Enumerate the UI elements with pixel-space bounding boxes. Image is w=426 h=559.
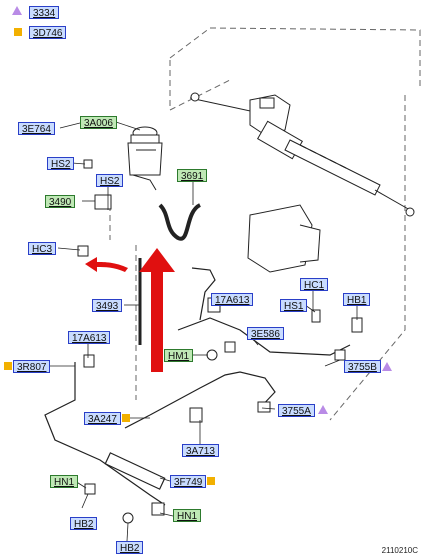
big-red-arrow [139,248,175,372]
label-hc3: HC3 [28,242,57,255]
triangle-marker-3755b [382,362,392,371]
label-hb1: HB1 [343,293,371,306]
square-marker [14,28,22,36]
square-marker-3f749 [207,477,215,485]
legend-square-label: 3D746 [29,26,67,39]
label-hc1: HC1 [300,278,329,291]
power-steering-pump [247,204,321,273]
label-3691: 3691 [177,169,208,182]
label-3a713: 3A713 [182,444,219,457]
legend-triangle-label: 3334 [29,6,60,19]
label-hs1: HS1 [280,299,308,312]
drawing-code: 2110210C [381,546,418,555]
square-marker-3a247 [122,414,130,422]
label-3f749: 3F749 [170,475,207,488]
label-17a613-a: 17A613 [211,293,254,306]
label-hn1-b: HN1 [173,509,202,522]
label-3a247: 3A247 [84,412,121,425]
triangle-marker-3755a [318,405,328,414]
label-hb2-b: HB2 [116,541,144,554]
square-marker-3r807 [4,362,12,370]
label-hs2-a: HS2 [47,157,75,170]
fittings-and-clamps [77,159,363,524]
reservoir [127,126,163,191]
label-3e764: 3E764 [18,122,55,135]
label-3490: 3490 [45,195,76,208]
label-3r807: 3R807 [13,360,51,373]
small-red-arrow [85,257,128,272]
label-3a006: 3A006 [80,116,117,129]
steering-rack [189,92,415,217]
label-3e586: 3E586 [247,327,284,340]
label-hb2-a: HB2 [70,517,98,530]
label-17a613-b: 17A613 [68,331,111,344]
label-3755a: 3755A [278,404,315,417]
label-3493: 3493 [92,299,123,312]
label-hs2-b: HS2 [96,174,124,187]
triangle-marker [12,6,22,15]
label-3755b: 3755B [344,360,381,373]
red-arrows [85,248,175,372]
label-hn1-a: HN1 [50,475,79,488]
label-hm1: HM1 [164,349,194,362]
